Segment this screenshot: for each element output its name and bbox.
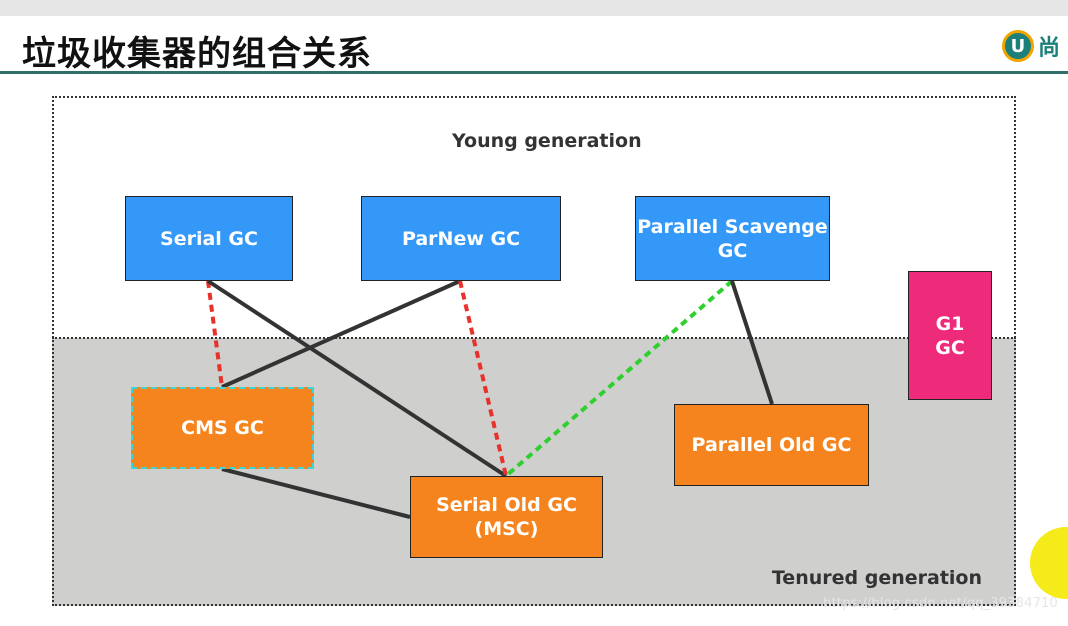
line-scavenge-parallelold — [730, 280, 774, 405]
line-parnew-serialold — [458, 280, 508, 477]
serial-old-gc-box: Serial Old GC (MSC) — [410, 476, 603, 558]
slide-header — [0, 16, 1068, 72]
diagram-border — [52, 96, 1016, 606]
line-serial-cms — [206, 280, 224, 388]
line-serial-serialold — [206, 279, 508, 478]
title-rule — [0, 71, 1068, 74]
watermark-text: https://blog.csdn.net/qq_39384710 — [823, 596, 1058, 611]
parallel-scavenge-gc-box: Parallel Scavenge GC — [635, 196, 830, 281]
line-cms-serialold — [221, 467, 411, 519]
top-strip — [0, 0, 1068, 16]
brand-logo: U 尚 — [1001, 28, 1060, 64]
parnew-gc-box: ParNew GC — [361, 196, 561, 281]
young-generation-label: Young generation — [452, 130, 642, 152]
logo-icon: U — [1001, 30, 1034, 62]
tenured-generation-label: Tenured generation — [771, 567, 982, 589]
generation-divider — [52, 337, 1016, 339]
line-parnew-cms — [221, 279, 461, 389]
logo-text: 尚 — [1037, 36, 1060, 61]
serial-gc-box: Serial GC — [125, 196, 293, 281]
g1-gc-box: G1 GC — [908, 271, 992, 400]
slide-title: 垃圾收集器的组合关系 — [22, 34, 372, 74]
parallel-old-gc-box: Parallel Old GC — [674, 404, 869, 486]
line-scavenge-serialold — [504, 279, 734, 478]
cms-gc-box: CMS GC — [131, 387, 314, 469]
